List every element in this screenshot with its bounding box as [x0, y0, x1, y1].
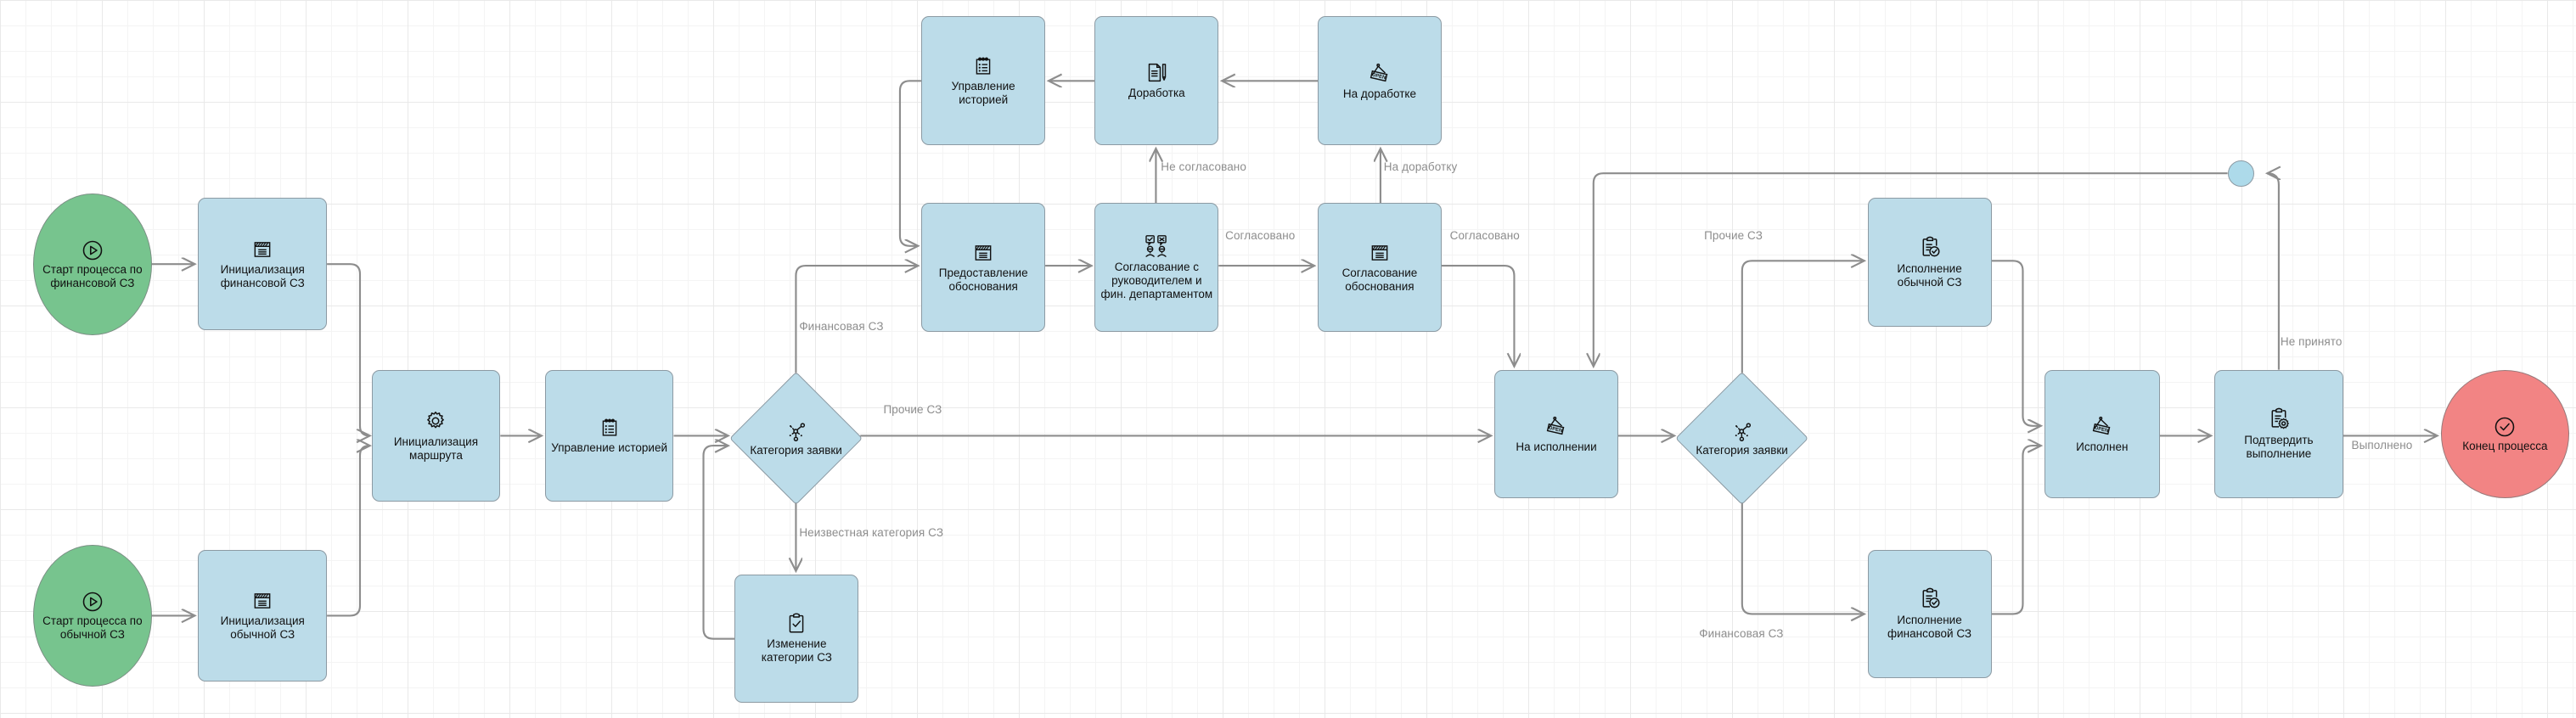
task-init-fin[interactable]: Инициализация финансовой СЗ: [198, 198, 328, 330]
clipboard-doc-check-icon: [1918, 587, 1942, 611]
node-label: Исполнение финансовой СЗ: [1887, 614, 1972, 640]
task-provide[interactable]: Предоставление обоснования: [921, 203, 1046, 332]
task-in-exec[interactable]: OPEN На исполнении: [1494, 369, 1618, 499]
notepad-list-icon: [599, 417, 621, 439]
task-init-route[interactable]: Инициализация маршрута: [371, 369, 501, 502]
open-sign-icon: OPEN: [2089, 414, 2115, 438]
edge-label-lbl-not-appr: Не согласовано: [1161, 160, 1246, 173]
window-list-icon: [972, 242, 994, 264]
edge-label-lbl-rejected: Не принято: [2280, 334, 2343, 348]
junction-point[interactable]: [2227, 160, 2254, 187]
window-list-icon: [251, 590, 273, 612]
node-label: Конец процесса: [2462, 440, 2548, 453]
task-rework[interactable]: Доработка: [1094, 16, 1219, 146]
task-hist-main[interactable]: Управление историей: [544, 369, 674, 502]
open-sign-icon: OPEN: [1544, 414, 1569, 438]
node-label: Согласование обоснования: [1341, 266, 1418, 293]
task-init-reg[interactable]: Инициализация обычной СЗ: [198, 549, 328, 682]
edge-label-lbl-unknown: Неизвестная категория СЗ: [799, 526, 944, 540]
play-circle-icon: [80, 238, 105, 263]
task-done[interactable]: OPEN Исполнен: [2044, 369, 2160, 499]
two-people-vote-icon: [1144, 234, 1169, 258]
edge-label-lbl-completed: Выполнено: [2351, 439, 2413, 452]
node-label: Старт процесса по обычной СЗ: [42, 614, 143, 642]
clipboard-doc-check-icon: [1918, 236, 1942, 260]
node-label: Согласование с руководителем и фин. депа…: [1100, 260, 1213, 300]
node-label: Инициализация финансовой СЗ: [220, 262, 305, 289]
svg-text:OPEN: OPEN: [1371, 72, 1386, 81]
end-event-end-proc[interactable]: Конец процесса: [2440, 369, 2570, 499]
edge-label-lbl-fin-sz-2: Финансовая СЗ: [1699, 627, 1784, 641]
node-label: Инициализация маршрута: [393, 435, 479, 462]
task-on-rework[interactable]: OPEN На доработке: [1318, 16, 1442, 146]
gateway-label: Категория заявки: [750, 443, 842, 457]
doc-pencil-icon: [1145, 61, 1168, 84]
node-label: Управление историей: [551, 440, 667, 454]
edge-label-lbl-appr-2: Согласовано: [1449, 229, 1520, 243]
node-label: Инициализация обычной СЗ: [220, 614, 305, 641]
node-label: Подтвердить выполнение: [2244, 434, 2314, 460]
node-label: Исполнение обычной СЗ: [1897, 261, 1962, 289]
node-label: Исполнен: [2076, 440, 2129, 454]
node-label: Старт процесса по финансовой СЗ: [42, 262, 143, 290]
node-label: На исполнении: [1516, 440, 1597, 454]
node-label: Доработка: [1128, 87, 1185, 100]
gateway-gw-cat-1[interactable]: Категория заявки: [728, 371, 863, 506]
edge-label-lbl-other-sz-1: Прочие СЗ: [883, 402, 942, 416]
edge-label-lbl-fin-sz: Финансовая СЗ: [799, 320, 884, 334]
task-exec-fin[interactable]: Исполнение финансовой СЗ: [1867, 549, 1992, 679]
check-circle-icon: [2492, 414, 2517, 440]
gateway-gw-cat-2[interactable]: Категория заявки: [1675, 371, 1809, 506]
open-sign-icon: OPEN: [1367, 61, 1392, 85]
node-label: Изменение категории СЗ: [761, 637, 832, 665]
task-approve-mgr[interactable]: Согласование с руководителем и фин. депа…: [1094, 203, 1219, 332]
edge-label-lbl-other-sz-2: Прочие СЗ: [1704, 229, 1763, 243]
gateway-shape: Категория заявки: [728, 371, 863, 506]
task-hist-top[interactable]: Управление историей: [921, 16, 1046, 146]
play-circle-icon: [80, 589, 105, 614]
node-label: Предоставление обоснования: [938, 266, 1028, 293]
svg-text:OPEN: OPEN: [2094, 426, 2109, 435]
window-list-icon: [1369, 242, 1391, 264]
task-exec-reg[interactable]: Исполнение обычной СЗ: [1867, 198, 1992, 328]
task-approve-j[interactable]: Согласование обоснования: [1318, 203, 1442, 332]
node-label: Управление историей: [951, 79, 1015, 106]
clipboard-check-icon: [785, 613, 807, 635]
svg-text:OPEN: OPEN: [1548, 426, 1563, 435]
start-event-start-reg[interactable]: Старт процесса по обычной СЗ: [32, 544, 152, 687]
gear-icon: [424, 409, 447, 433]
node-label: На доработке: [1342, 87, 1416, 100]
window-list-icon: [251, 238, 273, 261]
gateway-label: Категория заявки: [1696, 443, 1789, 457]
edge-label-lbl-to-rework: На доработку: [1383, 160, 1458, 173]
task-confirm[interactable]: Подтвердить выполнение: [2214, 369, 2343, 499]
notepad-list-icon: [972, 55, 994, 77]
start-event-start-fin[interactable]: Старт процесса по финансовой СЗ: [32, 193, 152, 335]
routing-nodes-icon: [784, 419, 807, 443]
edge-label-lbl-appr-1: Согласовано: [1225, 229, 1296, 243]
task-chg-cat[interactable]: Изменение категории СЗ: [734, 574, 859, 704]
gateway-shape: Категория заявки: [1675, 371, 1809, 506]
clipboard-gear-icon: [2267, 407, 2291, 431]
routing-nodes-icon: [1730, 419, 1754, 443]
